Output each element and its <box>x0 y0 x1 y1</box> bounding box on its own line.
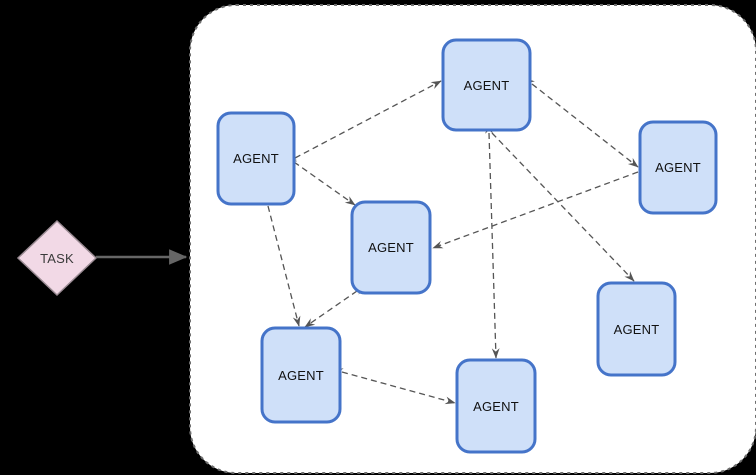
task-node[interactable] <box>16 219 98 297</box>
task-node-group <box>16 219 188 297</box>
agent-node-middle[interactable] <box>350 200 432 295</box>
edge-top-bottommid <box>485 123 500 359</box>
agent-node-right[interactable] <box>638 120 718 215</box>
agent-node-bottom-mid[interactable] <box>455 358 537 454</box>
agent-node-top[interactable] <box>441 38 532 132</box>
edge-left-top <box>286 80 442 163</box>
agent-node-lower-right[interactable] <box>596 281 677 377</box>
edge-left-middle <box>286 156 356 206</box>
edge-middle-bottomleft <box>304 285 366 328</box>
agent-node-bottom-left[interactable] <box>260 326 342 424</box>
agent-edges <box>267 77 639 405</box>
agent-nodes <box>216 38 718 454</box>
agent-node-left[interactable] <box>216 111 296 206</box>
edge-top-right <box>524 77 639 168</box>
edge-left-bottomleft <box>267 205 301 327</box>
edge-top-lowerright <box>491 132 635 282</box>
edge-right-middle <box>432 171 639 249</box>
